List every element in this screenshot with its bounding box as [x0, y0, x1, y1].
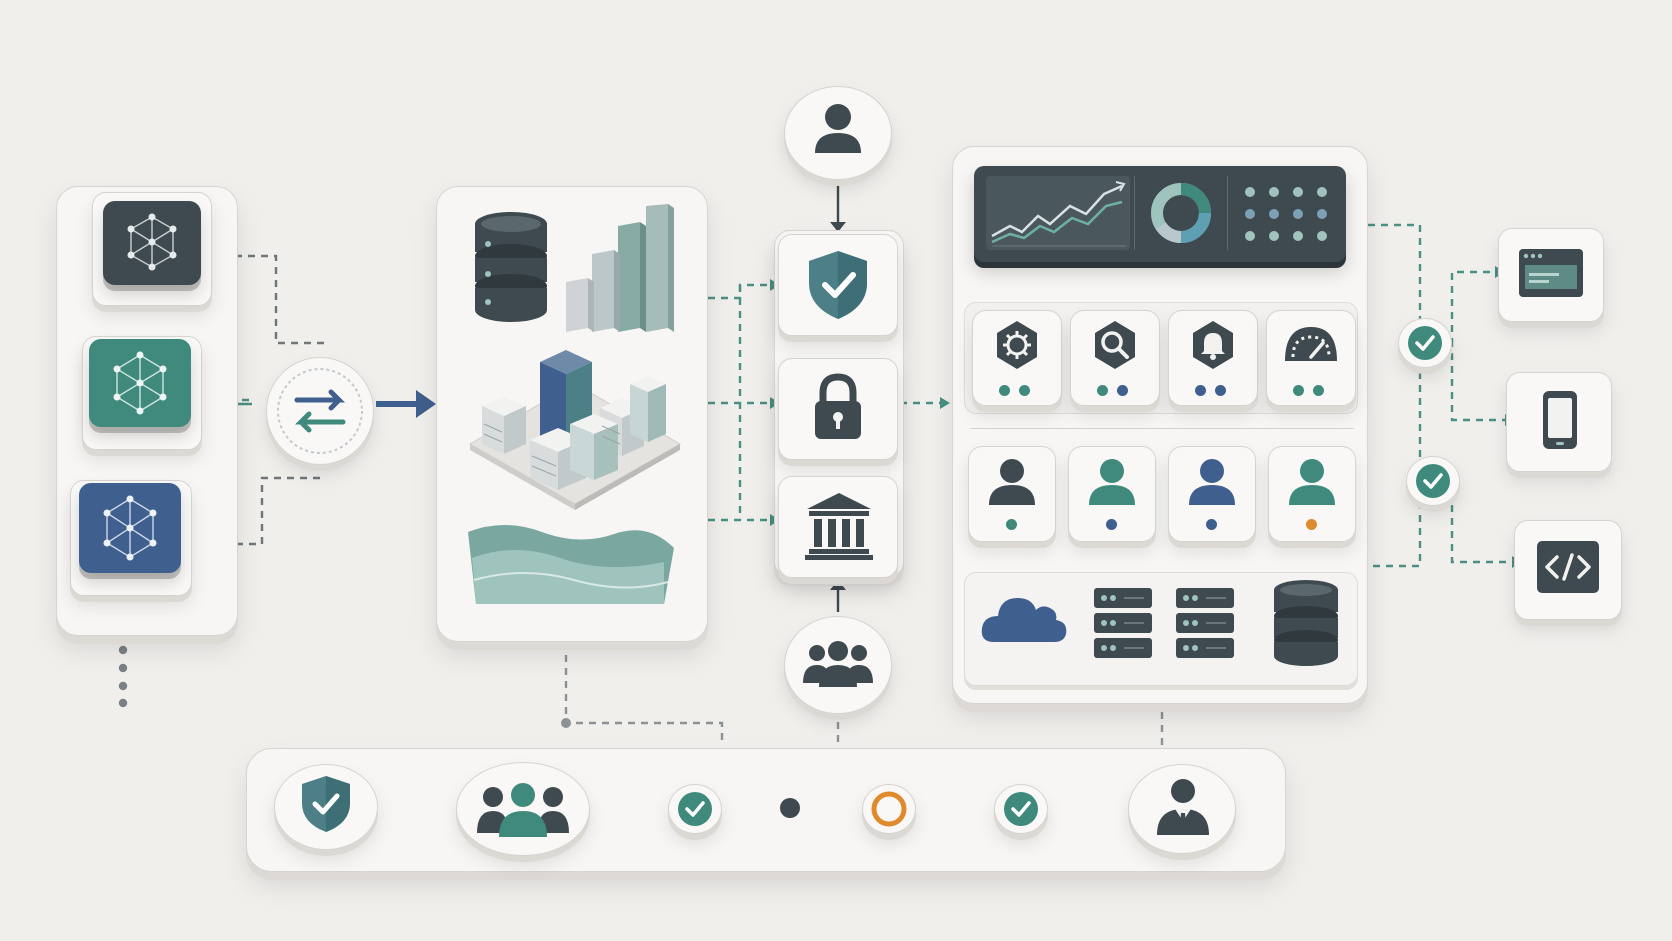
check-icon [1408, 326, 1442, 360]
output-code-tile[interactable] [1514, 520, 1622, 620]
shield-check-icon [302, 776, 350, 832]
donut-chart-icon [1151, 183, 1211, 243]
security-lock-tile[interactable] [778, 358, 898, 460]
workflow-check-2[interactable] [994, 784, 1048, 834]
connector-data-workflow [564, 642, 724, 745]
check-icon [678, 792, 712, 826]
user-tile-1[interactable] [968, 446, 1056, 542]
tool-tile-gauge[interactable] [1266, 310, 1356, 406]
transform-node[interactable] [266, 357, 374, 465]
bottom-group-node[interactable] [784, 616, 892, 714]
bell-icon [1193, 321, 1233, 369]
gear-icon [997, 321, 1037, 369]
network-graph-icon [127, 213, 177, 271]
security-shield-tile[interactable] [778, 234, 898, 336]
gauge-icon [1285, 327, 1337, 361]
user-icon [1289, 459, 1335, 505]
user-tile-3[interactable] [1168, 446, 1256, 542]
user-icon [1189, 459, 1235, 505]
user-icon [815, 104, 861, 153]
code-icon [1537, 541, 1599, 593]
workflow-approver-node[interactable] [1128, 764, 1236, 854]
workflow-step-dot [780, 798, 800, 818]
connector-data-shield [708, 283, 770, 300]
output-mobile-tile[interactable] [1506, 372, 1612, 472]
user-icon [989, 459, 1035, 505]
dashboard-bar[interactable] [974, 166, 1346, 262]
check-icon [1004, 792, 1038, 826]
mobile-phone-icon [1543, 391, 1577, 449]
tool-tile-gear[interactable] [972, 310, 1062, 406]
network-tile-teal[interactable] [82, 336, 202, 450]
connector-output-mobile [1450, 340, 1505, 422]
validation-check-2[interactable] [1406, 456, 1460, 506]
shield-check-icon [809, 251, 867, 319]
padlock-icon [815, 373, 861, 439]
database-icon[interactable] [1270, 578, 1342, 668]
user-tile-2[interactable] [1068, 446, 1156, 542]
browser-window-icon [1519, 249, 1583, 297]
server-icon[interactable] [1092, 586, 1154, 660]
business-user-icon [1157, 779, 1209, 835]
swap-arrows-icon [277, 368, 363, 454]
server-icon[interactable] [1174, 586, 1236, 660]
user-icon [1089, 459, 1135, 505]
transform-output-arrow [376, 390, 436, 418]
workflow-bar [246, 748, 1286, 872]
output-web-tile[interactable] [1498, 228, 1604, 322]
bank-icon [805, 493, 873, 560]
user-group-icon [477, 783, 569, 837]
network-tile-dark[interactable] [92, 192, 212, 306]
tool-tile-bell[interactable] [1168, 310, 1258, 406]
bar-chart-icon[interactable] [562, 202, 684, 334]
validation-check-1[interactable] [1398, 318, 1452, 368]
search-icon [1095, 321, 1135, 369]
line-chart-icon [991, 181, 1126, 247]
top-user-node[interactable] [784, 86, 892, 180]
data-lake-icon[interactable] [464, 518, 678, 608]
database-icon[interactable] [470, 210, 552, 324]
workflow-team-node[interactable] [456, 762, 590, 856]
network-graph-icon [113, 351, 167, 415]
user-group-icon [803, 641, 873, 687]
pending-step-icon [871, 791, 907, 827]
server-cluster-icon[interactable] [460, 344, 690, 510]
network-tile-navy[interactable] [70, 480, 192, 596]
user-tile-4[interactable] [1268, 446, 1356, 542]
workflow-check-1[interactable] [668, 784, 722, 834]
security-bank-tile[interactable] [778, 476, 898, 578]
platform-divider [970, 428, 1354, 429]
dot-grid-icon [1245, 187, 1327, 241]
check-icon [1416, 464, 1450, 498]
tool-tile-search[interactable] [1070, 310, 1160, 406]
cloud-icon[interactable] [980, 588, 1068, 646]
workflow-shield-node[interactable] [274, 764, 378, 850]
network-graph-icon [103, 495, 157, 561]
workflow-pending-node[interactable] [862, 784, 916, 834]
